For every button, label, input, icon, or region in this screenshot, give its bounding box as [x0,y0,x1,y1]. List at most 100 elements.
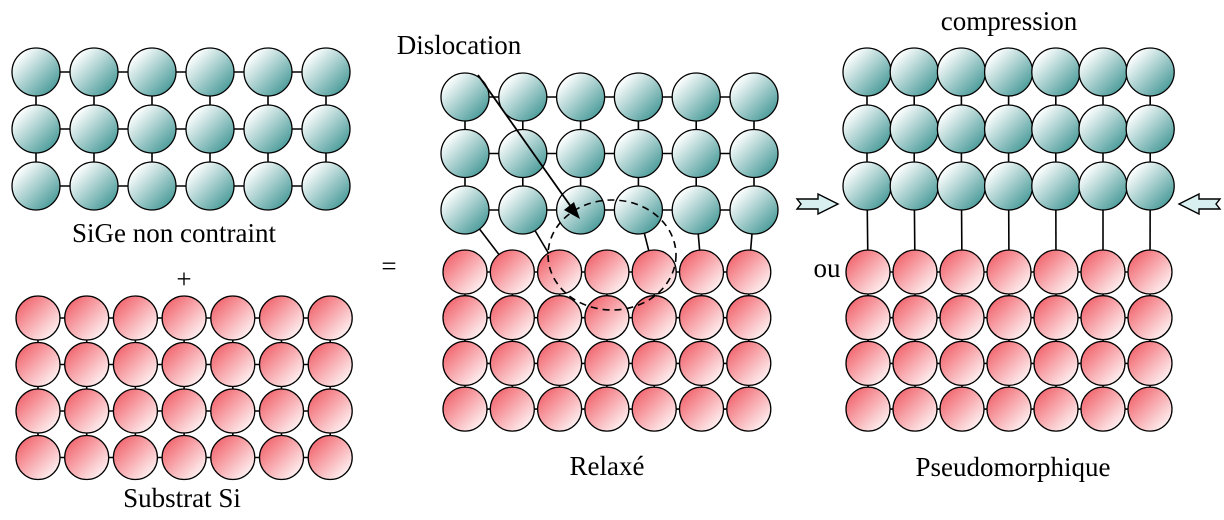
si-atom [892,249,938,295]
si-atom [210,295,256,341]
si-atom [536,295,583,341]
sige-atom [729,72,779,122]
label-relaxe: Relaxé [570,451,645,481]
si-atom [307,341,353,388]
sige-atom [613,72,664,122]
si-atom [584,340,630,387]
si-atom [1033,295,1079,341]
si-atom [986,386,1032,432]
sige-atom [498,72,548,122]
si-atom [258,388,305,434]
sige-atom [11,104,61,154]
sige-atom [301,104,351,154]
sige-atom [127,104,177,154]
si-atom [845,340,891,387]
si-atom [112,388,159,434]
si-atom [536,340,583,387]
si-atom [536,386,583,432]
si-atom [986,249,1032,295]
sige-atom [69,161,119,211]
sige-unstrained-lattice [11,47,351,211]
si-atom [64,341,110,388]
sige-atom [185,47,235,97]
si-atom [307,388,353,434]
sige-atom [671,72,721,122]
sige-atom [69,47,119,97]
si-atom [939,340,985,387]
si-atom [726,386,772,432]
sige-atom [440,128,490,179]
si-atom [631,340,677,387]
si-atom [892,340,938,387]
si-atom [536,249,583,295]
si-atom [584,249,630,295]
sige-atom [936,47,987,97]
si-atom [112,295,159,341]
si-atom [726,249,772,295]
sige-atom [1078,161,1128,211]
sige-atom [613,185,664,235]
sige-atom [842,47,892,97]
dislocation-arrow [477,74,575,212]
si-atom [442,249,488,295]
si-atom [112,341,159,388]
si-atom [986,340,1032,387]
sige-atom [11,161,61,211]
sige-atom [301,161,351,211]
sige-atom [671,185,721,235]
sige-atom [842,161,892,211]
sige-atom [1078,47,1128,97]
si-atom [726,340,772,387]
si-atom [678,295,725,341]
si-atom [1033,249,1079,295]
si-atom [112,434,159,481]
si-atom [939,249,985,295]
si-atom [15,434,61,481]
si-atom [1127,386,1173,432]
sige-atom [729,128,779,179]
si-atom [678,340,725,387]
si-atom [631,295,677,341]
si-atom [845,249,891,295]
sige-atom [983,161,1034,211]
label-substrat-si: Substrat Si [123,483,241,513]
sige-atom [243,47,293,97]
si-atom [1080,386,1126,432]
label-pseudomorphique: Pseudomorphique [916,452,1111,482]
si-atom [442,386,488,432]
sige-atom [243,104,293,154]
label-sige-non-contraint: SiGe non contraint [72,218,276,248]
si-atom [15,341,61,388]
sige-atom [1125,47,1175,97]
si-atom [258,434,305,481]
si-atom [939,386,985,432]
si-atom [442,340,488,387]
si-atom [1080,249,1126,295]
si-atom [845,386,891,432]
sige-atom [671,128,721,179]
sige-atom [889,161,939,211]
si-atom [892,295,938,341]
sige-atom [1031,161,1081,211]
si-atom [489,249,535,295]
sige-atom [185,161,235,211]
si-atom [64,434,110,481]
si-atom [584,386,630,432]
label-equals: = [381,251,396,281]
si-atom [1127,249,1173,295]
si-atom [986,295,1032,341]
si-atom [1127,340,1173,387]
sige-atom [889,47,939,97]
sige-atom [127,161,177,211]
si-atom [726,295,772,341]
sige-atom [440,72,490,122]
si-atom [1127,295,1173,341]
label-ou: ou [814,253,842,283]
si-atom [1033,340,1079,387]
sige-atom [301,47,351,97]
si-atom [631,249,677,295]
sige-atom [983,47,1034,97]
label-dislocation: Dislocation [397,30,522,60]
sige-atom [983,104,1034,154]
